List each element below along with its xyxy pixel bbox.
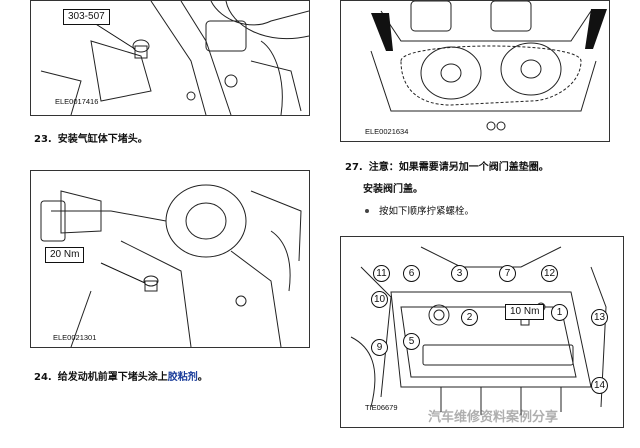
- figure-id: ELE0021634: [365, 127, 409, 136]
- torque-callout: 20 Nm: [45, 247, 85, 263]
- step-27-bullet: 按如下顺序拧紧螺栓。: [365, 205, 474, 219]
- step-text: 安装气缸体下堵头。: [57, 134, 148, 145]
- step-text-before: 给发动机前罩下堵头涂上: [57, 372, 168, 383]
- figure-id: ELE0021301: [53, 333, 97, 342]
- figure-front-cover-plug: 20 Nm ELE0021301: [30, 170, 310, 348]
- step-number: 27.: [345, 162, 363, 173]
- note-prefix: 注意：: [368, 162, 399, 173]
- bolt-number-2: 2: [461, 309, 478, 326]
- bolt-number-1: 1: [551, 304, 568, 321]
- bolt-number-13: 13: [591, 309, 608, 326]
- step-27-subheading: 安装阀门盖。: [363, 184, 423, 195]
- timing-chain-illustration: [370, 1, 607, 131]
- bolt-number-11: 11: [373, 265, 390, 282]
- figure-valve-cover-sequence: 11 6 3 7 12 10 2 10 Nm 1 13 5 9 14 TIE06…: [340, 236, 624, 428]
- bullet-text: 按如下顺序拧紧螺栓。: [379, 206, 475, 217]
- step-27: 27. 注意：如果需要请另加一个阀门盖垫圈。: [345, 161, 549, 175]
- figure-id: TIE06679: [365, 403, 398, 412]
- bolt-number-3: 3: [451, 265, 468, 282]
- bullet-dot: [365, 208, 369, 213]
- step-24: 24. 给发动机前罩下堵头涂上胶粘剂。: [34, 371, 208, 385]
- step-number: 24.: [34, 372, 52, 383]
- figure-engine-plug-tool: 303-507 ELE0017416: [30, 0, 310, 116]
- tool-callout: 303-507: [63, 9, 110, 25]
- bolt-number-14: 14: [591, 377, 608, 394]
- figure-id: ELE0017416: [55, 97, 99, 106]
- bolt-number-10: 10: [371, 291, 388, 308]
- bolt-number-7: 7: [499, 265, 516, 282]
- torque-callout: 10 Nm: [505, 304, 545, 320]
- engine-plug-tool-illustration: [40, 1, 309, 115]
- watermark: 汽车维修资料案例分享: [428, 410, 559, 425]
- adhesive-link[interactable]: 胶粘剂: [167, 372, 198, 383]
- front-cover-plug-illustration: [40, 184, 302, 347]
- figure-timing-chain: ELE0021634: [340, 0, 610, 142]
- bolt-number-9: 9: [371, 339, 388, 356]
- step-text: 如果需要请另加一个阀门盖垫圈。: [398, 162, 549, 173]
- bolt-number-5: 5: [403, 333, 420, 350]
- step-23: 23. 安装气缸体下堵头。: [34, 133, 148, 147]
- bolt-number-6: 6: [403, 265, 420, 282]
- bolt-number-12: 12: [541, 265, 558, 282]
- step-number: 23.: [34, 134, 52, 145]
- step-text-after: 。: [197, 372, 208, 383]
